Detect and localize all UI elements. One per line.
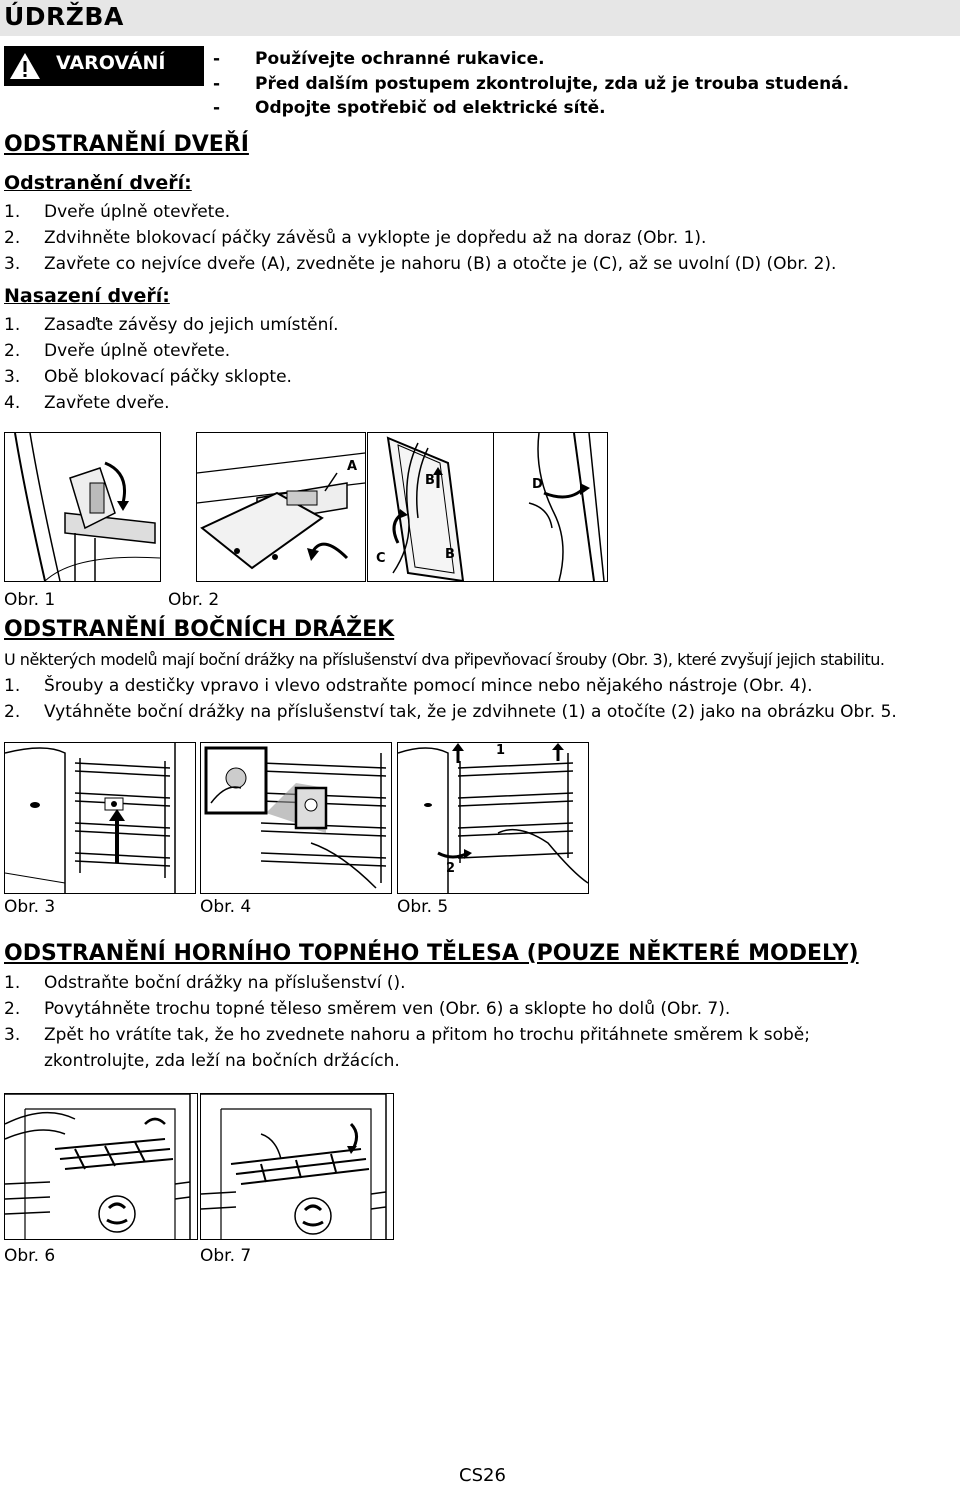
figure-2c-door-release: D xyxy=(493,432,608,582)
caption-fig6: Obr. 6 xyxy=(4,1246,56,1266)
figure-7-lower-heater xyxy=(200,1093,394,1240)
page-header: ÚDRŽBA xyxy=(0,0,960,36)
warning-badge: VAROVÁNÍ xyxy=(4,46,204,86)
list-item: 2.Zdvihněte blokovací páčky závěsů a vyk… xyxy=(4,228,707,248)
caption-fig5: Obr. 5 xyxy=(397,897,449,917)
section-title-side-rails: ODSTRANĚNÍ BOČNÍCH DRÁŽEK xyxy=(4,617,395,642)
caption-fig7: Obr. 7 xyxy=(200,1246,252,1266)
list-item: 3.Zavřete co nejvíce dveře (A), zvedněte… xyxy=(4,254,837,274)
caption-fig4: Obr. 4 xyxy=(200,897,252,917)
warning-item: -Před dalším postupem zkontrolujte, zda … xyxy=(213,73,850,94)
list-item: 2.Povytáhněte trochu topné těleso směrem… xyxy=(4,999,731,1019)
page-title: ÚDRŽBA xyxy=(4,2,124,31)
figure-2a-door-hinge: A xyxy=(196,432,366,582)
list-item: 1.Zasaďte závěsy do jejich umístění. xyxy=(4,315,339,335)
list-item: 2.Vytáhněte boční drážky na příslušenstv… xyxy=(4,702,897,722)
figure-label-b: B xyxy=(425,473,435,488)
figure-3-rack-screws xyxy=(4,742,196,894)
figure-5-lift-rotate: 1 2 xyxy=(397,742,589,894)
figure-6-pull-heater xyxy=(4,1093,198,1240)
figure-1-hinge-lever xyxy=(4,432,161,582)
section-title-doors: ODSTRANĚNÍ DVEŘÍ xyxy=(4,132,249,157)
list-item: 2.Dveře úplně otevřete. xyxy=(4,341,231,361)
figure-label-a: A xyxy=(347,459,358,474)
side-rails-intro: U některých modelů mají boční drážky na … xyxy=(4,650,885,669)
figure-label-1: 1 xyxy=(496,743,506,758)
list-item: 1.Dveře úplně otevřete. xyxy=(4,202,231,222)
figure-label-d: D xyxy=(532,477,543,492)
list-item: 1.Šrouby a destičky vpravo i vlevo odstr… xyxy=(4,676,813,696)
subsection-title-removal: Odstranění dveří: xyxy=(4,172,192,194)
list-item: 3.Zpět ho vrátíte tak, že ho zvednete na… xyxy=(4,1025,810,1045)
list-item: 4.Zavřete dveře. xyxy=(4,393,170,413)
list-item: 3.Obě blokovací páčky sklopte. xyxy=(4,367,292,387)
figure-label-b2: B xyxy=(445,547,455,562)
page-number: CS26 xyxy=(459,1465,506,1486)
section-title-heater: ODSTRANĚNÍ HORNÍHO TOPNÉHO TĚLESA (POUZE… xyxy=(4,941,859,966)
warning-triangle-icon xyxy=(10,53,40,79)
warning-item: -Používejte ochranné rukavice. xyxy=(213,49,545,69)
figure-label-2: 2 xyxy=(446,861,456,876)
caption-fig3: Obr. 3 xyxy=(4,897,56,917)
caption-fig1: Obr. 1 xyxy=(4,590,56,610)
warning-label: VAROVÁNÍ xyxy=(56,52,166,74)
warning-item: -Odpojte spotřebič od elektrické sítě. xyxy=(213,98,606,118)
warning-list: -Používejte ochranné rukavice. -Před dal… xyxy=(213,47,849,121)
figure-label-c: C xyxy=(376,551,386,566)
subsection-title-install: Nasazení dveří: xyxy=(4,285,170,307)
figure-2b-door-lift: B B C xyxy=(367,432,494,582)
figure-4-remove-screws xyxy=(200,742,392,894)
list-item: 1.Odstraňte boční drážky na příslušenstv… xyxy=(4,973,406,993)
caption-fig2: Obr. 2 xyxy=(168,590,220,610)
list-item-continuation: zkontrolujte, zda leží na bočních držácí… xyxy=(44,1051,400,1071)
